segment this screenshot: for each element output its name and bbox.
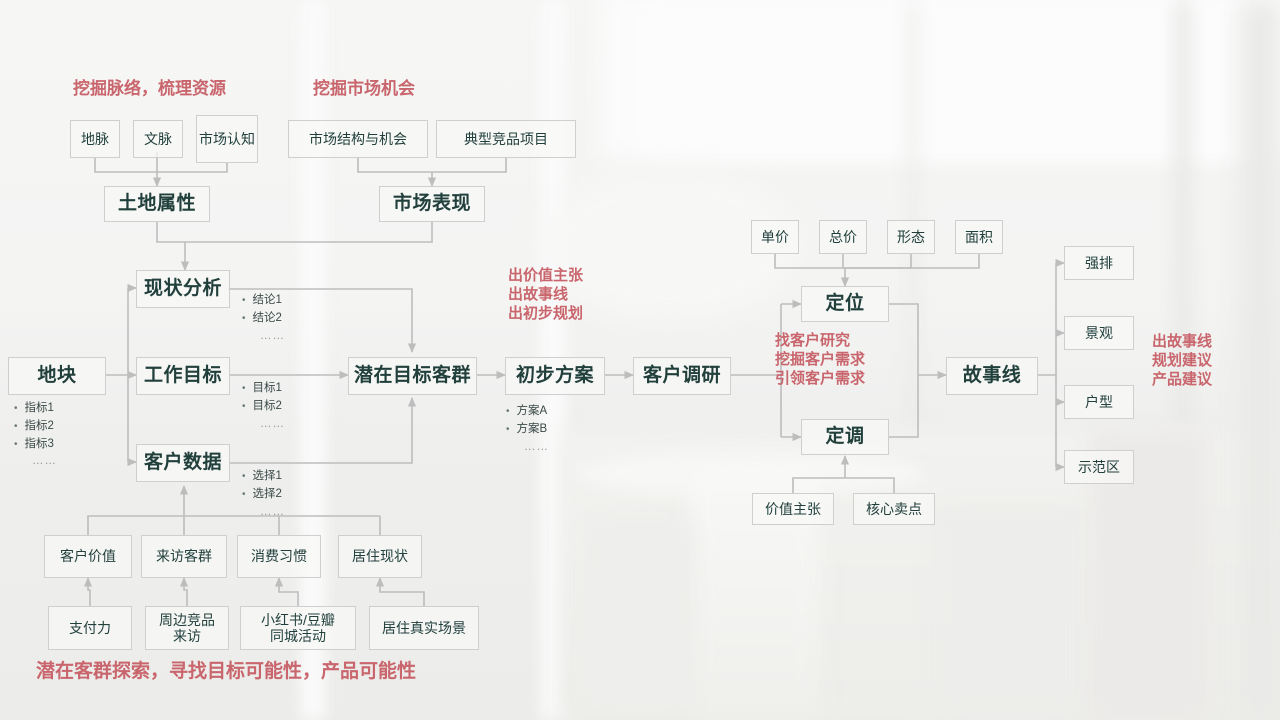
node-kehu-diaoyan[interactable]: 客户调研 <box>633 357 731 395</box>
node-shifanqu[interactable]: 示范区 <box>1064 450 1134 484</box>
bullets-fangan: • 方案A • 方案B …… <box>506 403 549 456</box>
node-zhoubian-jingpin[interactable]: 周边竞品 来访 <box>145 606 229 650</box>
bullet-dot: • <box>242 471 246 482</box>
node-xiaofei-xiguan[interactable]: 消费习惯 <box>237 535 321 578</box>
node-qianzai-mubiao-kequn[interactable]: 潜在目标客群 <box>348 357 477 395</box>
bullets-kehushuju: • 选择1 • 选择2 …… <box>242 468 285 521</box>
background-edge <box>1240 0 1280 720</box>
node-gushixian[interactable]: 故事线 <box>946 357 1038 395</box>
bullet-ellipsis: …… <box>260 329 285 342</box>
node-xiaohongshu-douban[interactable]: 小红书/豆瓣 同城活动 <box>240 606 356 650</box>
bullet-text: 方案B <box>516 422 548 435</box>
callout-footer: 潜在客群探索，寻找目标可能性，产品可能性 <box>36 661 417 682</box>
node-laifang-kequn[interactable]: 来访客群 <box>141 535 227 578</box>
bullet-dot: • <box>242 312 246 324</box>
bullet-text: 选择1 <box>252 470 282 482</box>
bullets-mubiao: • 目标1 • 目标2 …… <box>242 380 285 433</box>
node-shichang-renzhi[interactable]: 市场认知 <box>196 115 258 163</box>
bullet-ellipsis: …… <box>524 440 549 453</box>
node-shichang-biaoxian[interactable]: 市场表现 <box>379 186 485 222</box>
callout-far-right: 出故事线 规划建议 产品建议 <box>1152 333 1213 389</box>
node-dikuai[interactable]: 地块 <box>8 357 106 395</box>
node-chubu-fangan[interactable]: 初步方案 <box>505 357 605 395</box>
bullet-text: 结论1 <box>252 294 282 306</box>
node-danjia[interactable]: 单价 <box>751 220 799 254</box>
background-chair <box>585 520 695 710</box>
node-qiangpai[interactable]: 强排 <box>1064 246 1134 280</box>
callout-top-left: 挖掘脉络，梳理资源 <box>73 79 226 98</box>
node-dingwei[interactable]: 定位 <box>801 286 889 322</box>
bullet-text: 目标2 <box>252 399 282 412</box>
node-wenmai[interactable]: 文脉 <box>133 120 183 158</box>
bullet-text: 方案A <box>516 405 548 417</box>
bullet-ellipsis: …… <box>260 505 285 518</box>
node-jiazhi-zhuzhang[interactable]: 价值主张 <box>752 493 834 525</box>
bullet-dot: • <box>242 400 246 412</box>
callout-center: 出价值主张 出故事线 出初步规划 <box>508 267 584 323</box>
bullet-text: 结论2 <box>252 311 282 324</box>
bullet-dot: • <box>506 406 510 417</box>
node-huxing[interactable]: 户型 <box>1064 385 1134 419</box>
bullet-text: 目标1 <box>252 382 282 394</box>
bullet-text: 指标1 <box>24 402 54 414</box>
node-dimai[interactable]: 地脉 <box>70 120 120 158</box>
node-hexin-maidian[interactable]: 核心卖点 <box>853 493 935 525</box>
bullet-text: 指标3 <box>24 437 54 450</box>
bullet-dot: • <box>242 383 246 394</box>
bullet-text: 选择2 <box>252 487 282 500</box>
node-gongzuo-mubiao[interactable]: 工作目标 <box>136 357 230 395</box>
bullet-dot: • <box>242 295 246 306</box>
bullet-dot: • <box>14 438 18 450</box>
background-chair <box>935 505 1085 710</box>
callout-right-mid: 找客户研究 挖掘客户需求 引领客户需求 <box>775 332 866 388</box>
bullet-text: 指标2 <box>24 419 54 432</box>
node-zhifuli[interactable]: 支付力 <box>48 606 132 650</box>
node-xianzhuang-fenxi[interactable]: 现状分析 <box>136 270 230 308</box>
node-mianji[interactable]: 面积 <box>955 220 1003 254</box>
node-xingtai[interactable]: 形态 <box>887 220 935 254</box>
bullet-ellipsis: …… <box>260 417 285 430</box>
bullets-dikuai: • 指标1 • 指标2 • 指标3 …… <box>14 400 57 471</box>
node-jingguan[interactable]: 景观 <box>1064 316 1134 350</box>
bullet-dot: • <box>242 488 246 500</box>
node-juzhu-xianzhuang[interactable]: 居住现状 <box>338 535 422 578</box>
bullet-dot: • <box>14 420 18 432</box>
node-diaodiao[interactable]: 定调 <box>801 419 889 455</box>
bullet-dot: • <box>506 423 510 435</box>
background-window-bright <box>640 0 1260 158</box>
node-juzhu-zhenshi[interactable]: 居住真实场景 <box>369 606 479 650</box>
node-shichang-jiegou[interactable]: 市场结构与机会 <box>288 120 428 158</box>
bullet-ellipsis: …… <box>32 455 57 468</box>
node-tudi-shuxing[interactable]: 土地属性 <box>104 186 210 222</box>
node-kehu-jiazhi[interactable]: 客户价值 <box>44 535 132 578</box>
bullet-dot: • <box>14 403 18 414</box>
callout-top-mid: 挖掘市场机会 <box>313 79 415 98</box>
node-zongjia[interactable]: 总价 <box>819 220 867 254</box>
bullets-xianzhuang: • 结论1 • 结论2 …… <box>242 292 285 345</box>
node-kehu-shuju[interactable]: 客户数据 <box>136 444 230 482</box>
node-dianxing-jingpin[interactable]: 典型竞品项目 <box>436 120 576 158</box>
